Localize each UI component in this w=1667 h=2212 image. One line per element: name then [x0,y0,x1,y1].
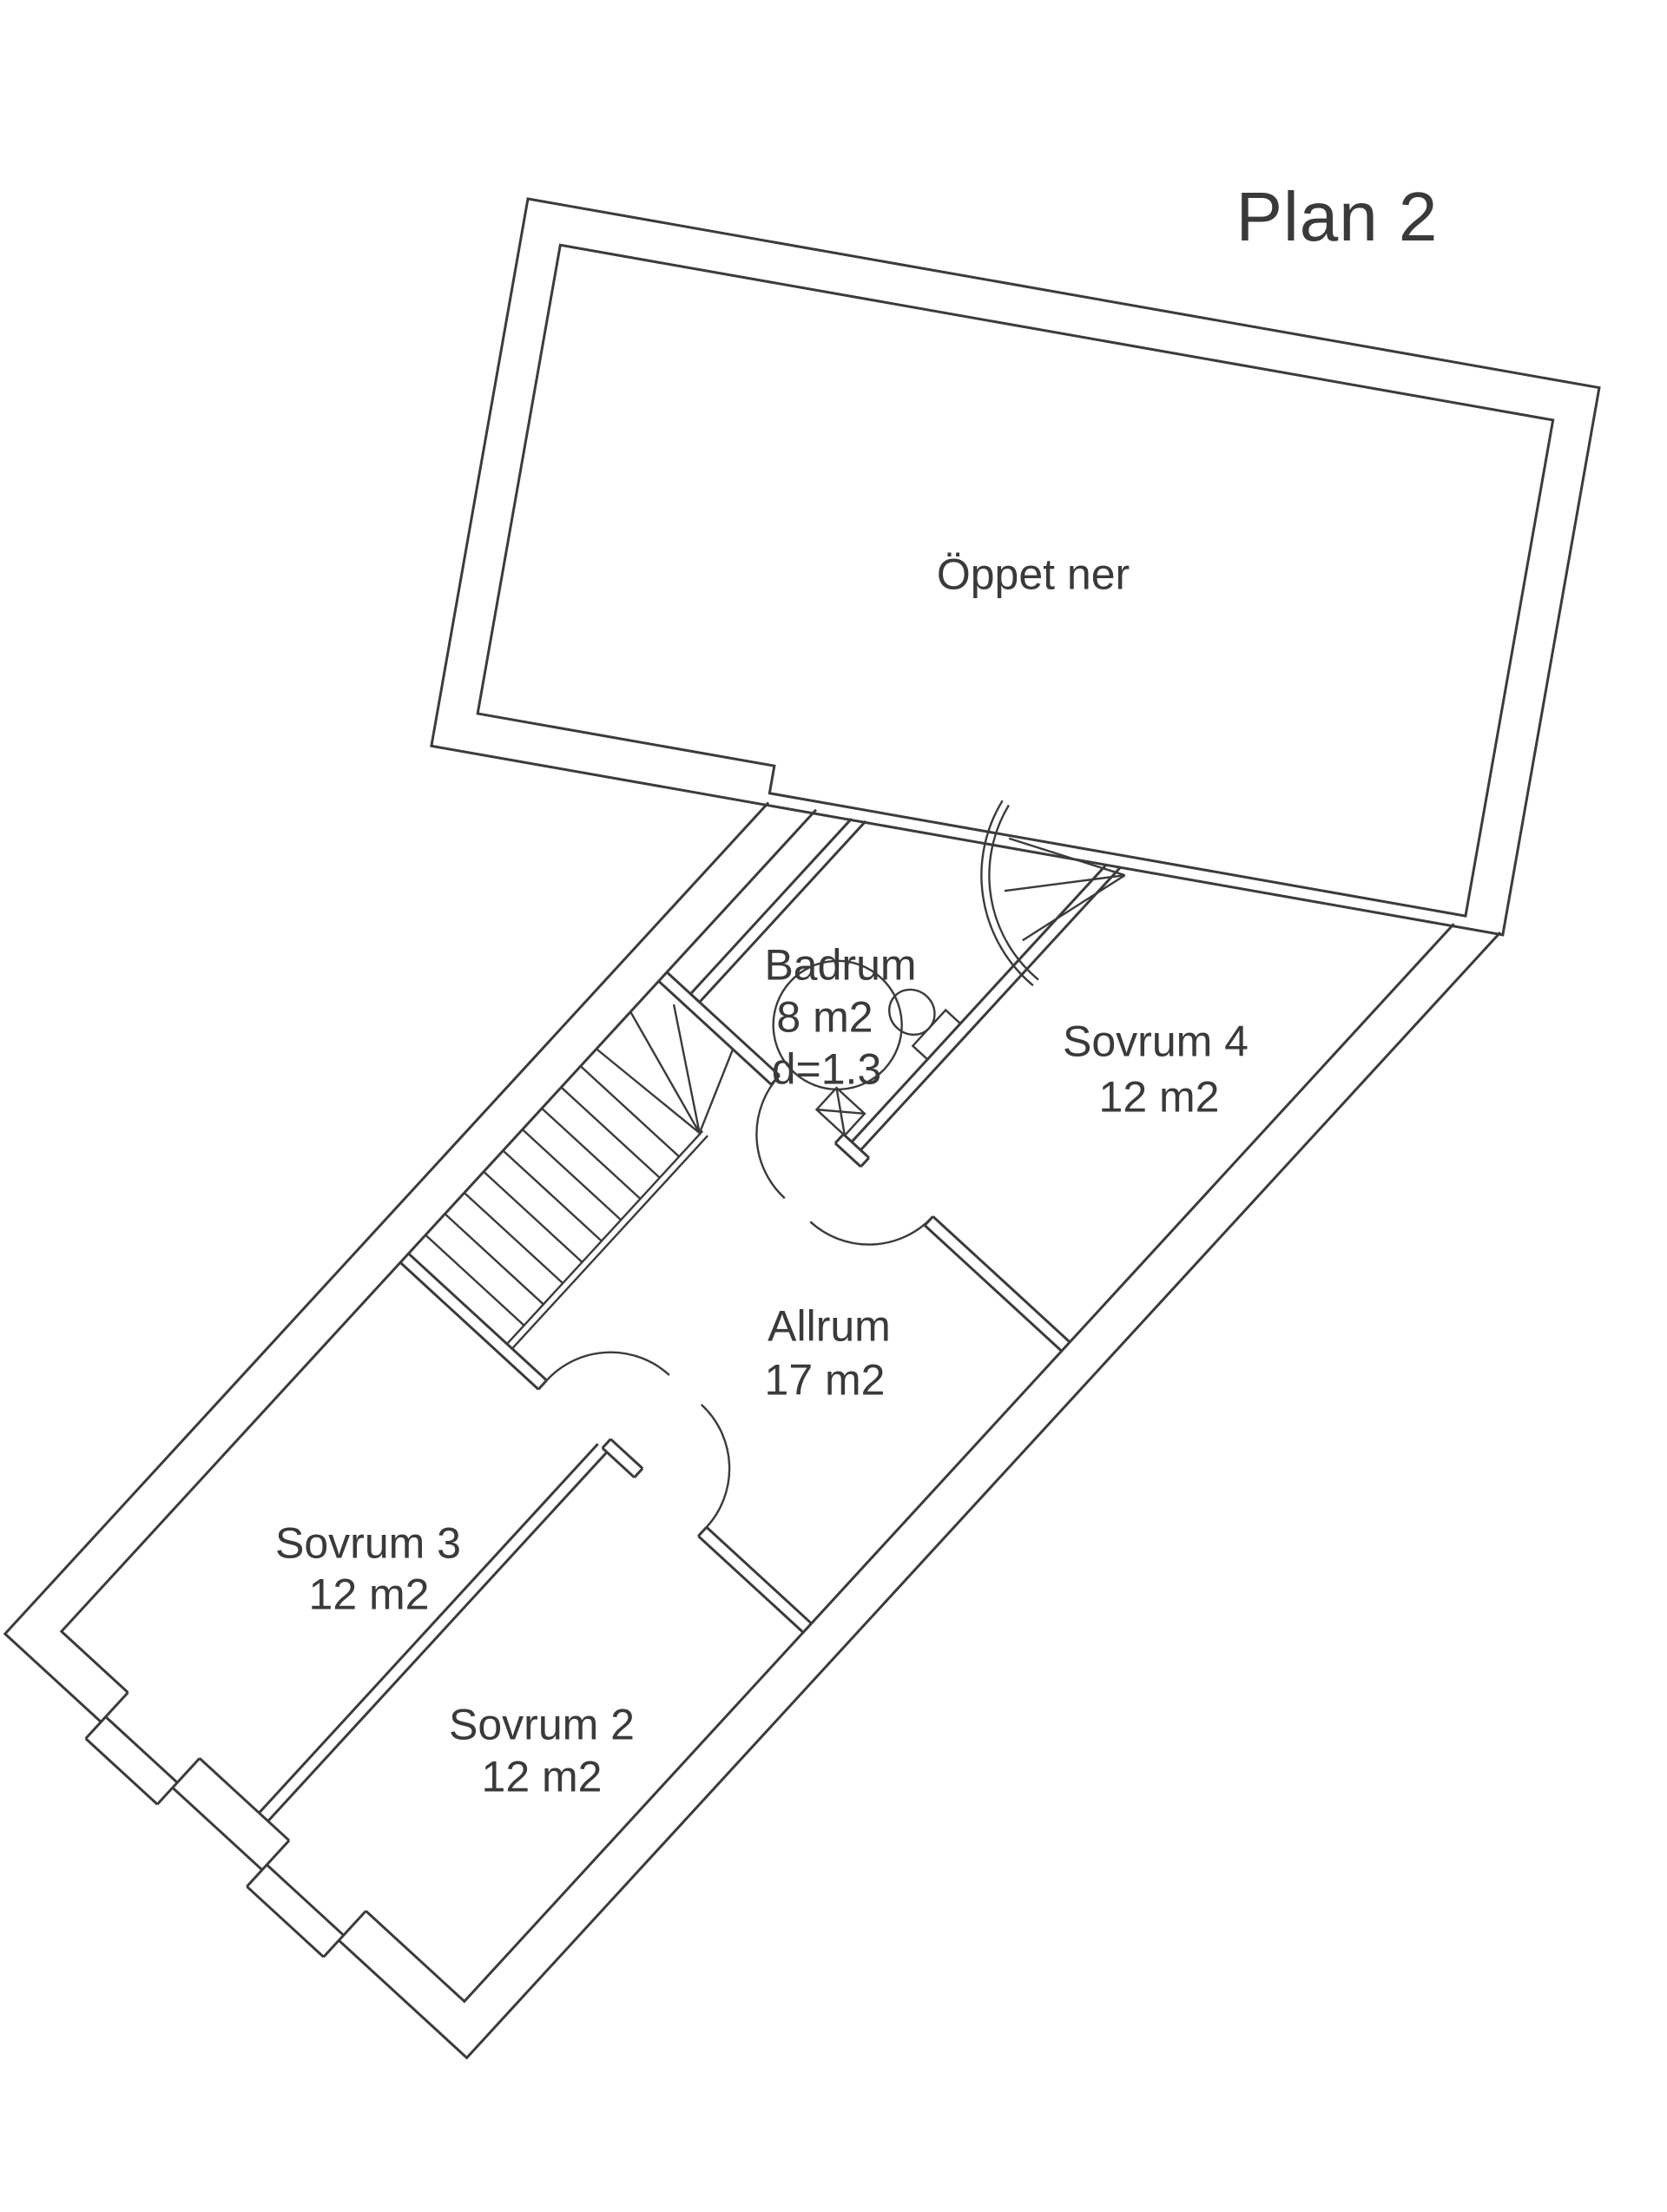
room-note-bathroom: d=1.3 [771,1044,882,1094]
room-label-living: Allrum [768,1301,891,1351]
door-arc-upper-junction [980,800,1039,987]
bathroom-fixtures [772,959,962,1137]
wing-outer-wall [3,801,1502,2060]
staircase [425,1004,735,1350]
door-arc-bedroom4 [809,1215,934,1246]
open-area-outer-wall [430,197,1601,937]
window-symbol-bedroom3 [84,1691,201,1806]
stair-stringer [506,1130,708,1350]
toilet-bowl-symbol [888,988,936,1036]
wing-inner-wall [59,808,1455,2004]
sink-symbol [814,1086,866,1137]
wall-living-bedrooms [399,1252,813,1634]
room-label-bathroom: Badrum [764,940,917,990]
room-area-bedroom3: 12 m2 [308,1570,430,1619]
room-label-bedroom3: Sovrum 3 [275,1518,461,1568]
stair-treads [425,1065,680,1327]
room-area-bedroom4: 12 m2 [1098,1072,1220,1122]
door-arc-bedroom3 [545,1351,670,1381]
turning-circle-symbol [772,959,903,1091]
door-arc-bedroom2 [700,1403,731,1528]
sink-cross-lines [816,1087,865,1136]
open-area-walls [430,197,1601,937]
room-label-bedroom4: Sovrum 4 [1063,1017,1249,1066]
room-area-bedroom2: 12 m2 [481,1752,603,1801]
open-area-inner-wall [476,243,1555,918]
room-label-open-area: Öppet ner [936,550,1130,599]
window-symbol-bedroom2 [246,1840,367,1959]
door-arc-bathroom [755,1075,786,1200]
stair-winder-fan [596,1004,735,1135]
wall-bathroom-bedroom4 [850,863,1123,1151]
door-fan-lines [1004,837,1126,942]
room-area-bathroom: 8 m2 [776,992,873,1042]
room-area-living: 17 m2 [764,1355,886,1405]
door-arcs [545,800,1126,1528]
wing-walls [3,800,1502,2060]
room-label-bedroom2: Sovrum 2 [449,1700,635,1749]
page-title: Plan 2 [1235,178,1439,255]
wall-bedroom3-bedroom2 [258,1443,609,1822]
